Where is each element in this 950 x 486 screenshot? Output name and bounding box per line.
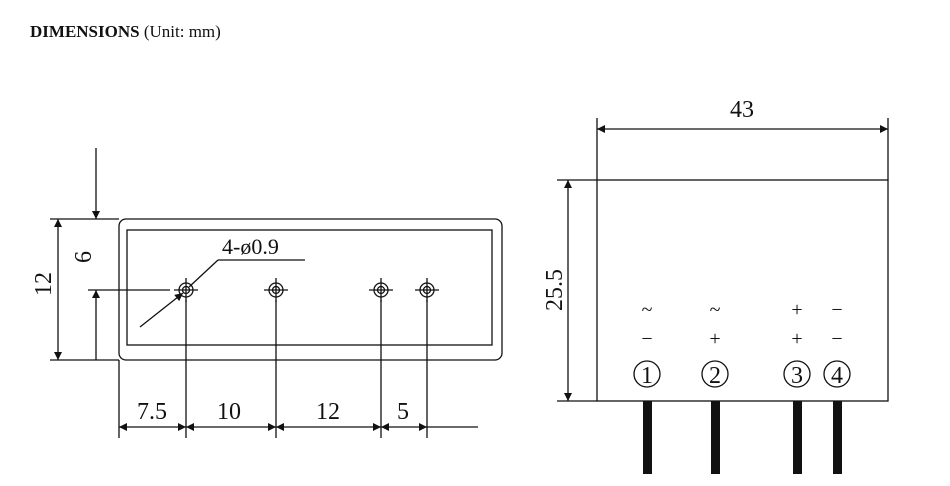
pin-1-lower-symbol: − xyxy=(641,328,652,350)
callout-leader xyxy=(139,292,184,328)
dim-6-label: 6 xyxy=(71,251,97,263)
pin-legs xyxy=(643,401,842,474)
pin-number-circle-1 xyxy=(633,360,661,388)
pin-number-circle-2 xyxy=(701,360,729,388)
dim-25-5-label: 25.5 xyxy=(542,269,568,311)
dimensions-heading: DIMENSIONS (Unit: mm) xyxy=(30,22,221,42)
pin-4-lower-symbol: − xyxy=(831,328,842,350)
pin-1-upper-symbol: ~ xyxy=(642,299,653,321)
pin-3-upper-symbol: + xyxy=(791,299,802,321)
side-view xyxy=(557,118,889,402)
pin-leg-2 xyxy=(711,401,720,474)
bottom-view xyxy=(50,148,503,438)
pin-number-2: 2 xyxy=(709,363,721,389)
pin-number-3: 3 xyxy=(791,363,803,389)
dim-10-label: 10 xyxy=(217,399,241,425)
pin-hole-3 xyxy=(369,278,393,302)
pin-3-lower-symbol: + xyxy=(791,328,802,350)
pin-4-upper-symbol: − xyxy=(831,299,842,321)
pin-number-circle-4 xyxy=(823,360,851,388)
pin-number-1: 1 xyxy=(641,363,653,389)
pin-leg-3 xyxy=(793,401,802,474)
hole-callout: 4-ø0.9 xyxy=(222,234,279,259)
module-body xyxy=(596,179,889,402)
heading-title: DIMENSIONS xyxy=(30,22,140,41)
dim-12-horizontal-label: 12 xyxy=(316,399,340,425)
module-outline-inner xyxy=(126,229,493,346)
dim-43-label: 43 xyxy=(730,97,754,123)
pin-hole-1 xyxy=(174,278,198,302)
pin-number-4: 4 xyxy=(831,363,843,389)
pin-hole-2 xyxy=(264,278,288,302)
dim-7-5-label: 7.5 xyxy=(137,399,167,425)
dim-12-label: 12 xyxy=(31,272,57,296)
callout-leader-upper xyxy=(188,259,219,288)
pin-hole-4 xyxy=(415,278,439,302)
pin-2-upper-symbol: ~ xyxy=(710,299,721,321)
heading-unit: (Unit: mm) xyxy=(143,22,221,41)
pin-leg-1 xyxy=(643,401,652,474)
dim-5-label: 5 xyxy=(397,399,409,425)
pin-2-lower-symbol: + xyxy=(709,328,720,350)
pin-number-circle-3 xyxy=(783,360,811,388)
pin-leg-4 xyxy=(833,401,842,474)
